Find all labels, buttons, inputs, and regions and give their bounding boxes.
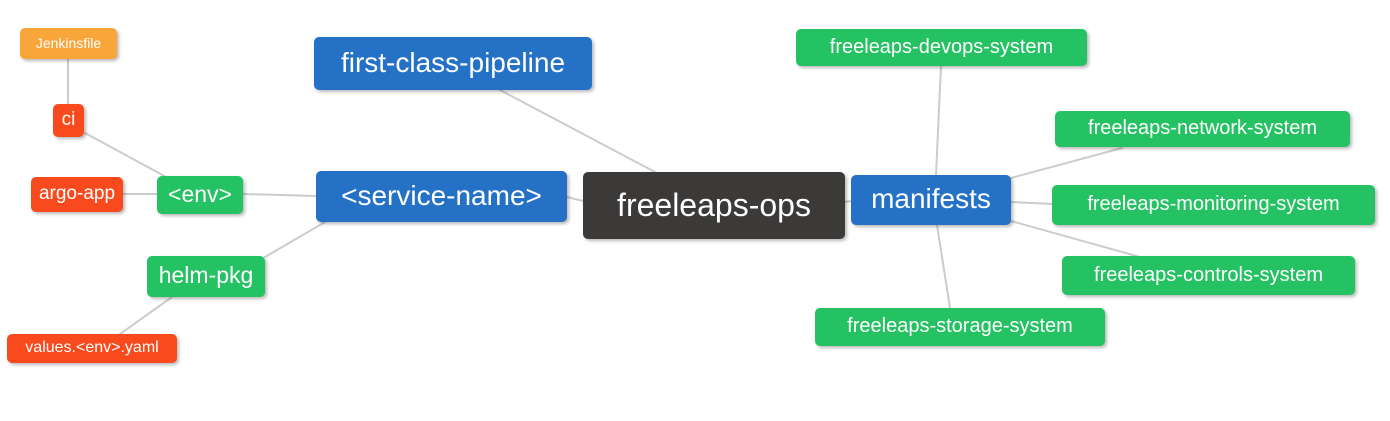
edge-service-name-to-freeleaps-ops: [566, 196, 584, 202]
edge-ci-to-env: [84, 132, 169, 179]
node-values-env-yaml[interactable]: values.<env>.yaml: [7, 334, 177, 363]
node-ci[interactable]: ci: [53, 104, 84, 137]
node-service-name[interactable]: <service-name>: [316, 171, 567, 222]
node-label: freeleaps-devops-system: [829, 35, 1054, 58]
edge-manifests-to-freeleaps-storage-system: [936, 224, 951, 309]
node-label: first-class-pipeline: [340, 46, 566, 78]
edge-helm-pkg-to-service-name: [264, 221, 326, 258]
node-label: <env>: [168, 180, 232, 207]
edge-values-env-yaml-to-helm-pkg: [119, 296, 173, 335]
node-manifests[interactable]: manifests: [851, 175, 1011, 225]
edge-env-to-service-name: [242, 193, 317, 197]
node-env[interactable]: <env>: [157, 176, 243, 214]
node-label: manifests: [871, 183, 991, 214]
node-freeleaps-monitoring-system[interactable]: freeleaps-monitoring-system: [1052, 185, 1375, 225]
node-argo-app[interactable]: argo-app: [31, 177, 123, 212]
node-freeleaps-network-system[interactable]: freeleaps-network-system: [1055, 111, 1350, 147]
node-label: Jenkinsfile: [35, 34, 102, 51]
node-label: helm-pkg: [158, 262, 254, 288]
node-freeleaps-controls-system[interactable]: freeleaps-controls-system: [1062, 256, 1355, 295]
edge-manifests-to-freeleaps-monitoring-system: [1010, 201, 1054, 205]
edge-freeleaps-ops-to-manifests: [844, 200, 852, 203]
edge-first-class-pipeline-to-freeleaps-ops: [499, 89, 656, 173]
node-label: freeleaps-monitoring-system: [1087, 193, 1340, 215]
node-label: <service-name>: [341, 179, 542, 211]
node-freeleaps-storage-system[interactable]: freeleaps-storage-system: [815, 308, 1105, 346]
node-label: ci: [61, 109, 76, 130]
node-label: argo-app: [38, 183, 116, 204]
edge-manifests-to-freeleaps-network-system: [1010, 147, 1123, 179]
node-label: freeleaps-ops: [617, 186, 811, 223]
node-freeleaps-ops[interactable]: freeleaps-ops: [583, 172, 845, 239]
node-first-class-pipeline[interactable]: first-class-pipeline: [314, 37, 592, 90]
node-label: freeleaps-network-system: [1088, 117, 1317, 139]
edge-manifests-to-freeleaps-controls-system: [1010, 220, 1141, 258]
node-label: freeleaps-storage-system: [847, 315, 1073, 337]
node-jenkinsfile[interactable]: Jenkinsfile: [20, 28, 117, 59]
node-freeleaps-devops-system[interactable]: freeleaps-devops-system: [796, 29, 1087, 66]
node-label: values.<env>.yaml: [25, 338, 159, 356]
node-helm-pkg[interactable]: helm-pkg: [147, 256, 265, 297]
edge-manifests-to-freeleaps-devops-system: [935, 65, 942, 176]
node-label: freeleaps-controls-system: [1094, 263, 1323, 286]
